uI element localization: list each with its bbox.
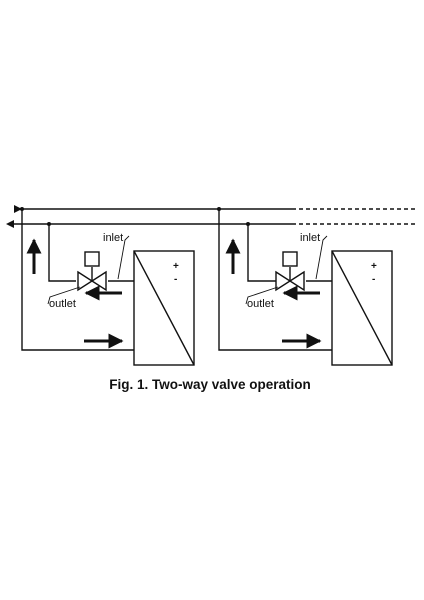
inlet-label: inlet (103, 232, 123, 244)
outlet-label: outlet (49, 298, 76, 310)
valve-actuator (282, 251, 298, 267)
plus-sign: + (371, 261, 377, 272)
outlet-leader (47, 286, 81, 305)
inlet-leader (315, 235, 328, 280)
return-outlet-arrow (6, 220, 14, 228)
main-lines (14, 208, 418, 225)
return-pipe (247, 224, 276, 282)
valve-actuator (84, 251, 100, 267)
minus-sign: - (372, 274, 375, 285)
minus-sign: - (174, 274, 177, 285)
heating-unit-2: inlet outlet + - (218, 209, 393, 366)
inlet-leader (117, 235, 130, 280)
supply-pipe (21, 209, 134, 351)
plus-sign: + (173, 261, 179, 272)
exchanger-diagonal (133, 250, 195, 366)
outlet-leader (245, 286, 279, 305)
supply-pipe (218, 209, 332, 351)
figure-caption: Fig. 1. Two-way valve operation (109, 377, 311, 392)
heating-unit-1: inlet outlet + - (21, 209, 195, 366)
supply-inlet-arrow (14, 205, 22, 213)
inlet-label: inlet (300, 232, 320, 244)
exchanger-diagonal (331, 250, 393, 366)
return-pipe (48, 224, 76, 282)
outlet-label: outlet (247, 298, 274, 310)
